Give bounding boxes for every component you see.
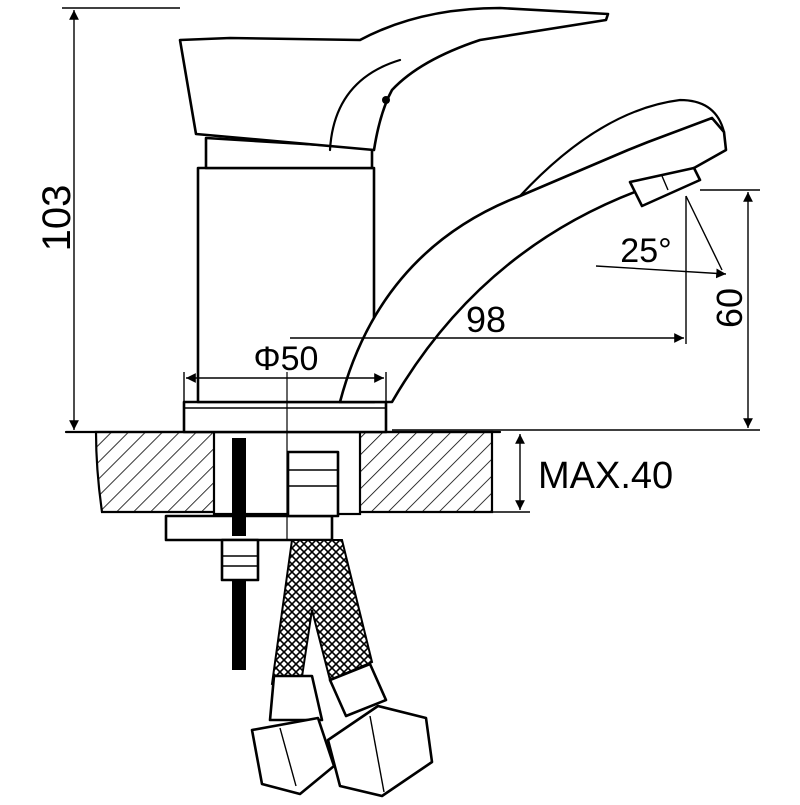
faucet-body xyxy=(196,98,728,404)
dimension-height: 103 xyxy=(35,7,180,430)
spout-reach-label: 98 xyxy=(466,299,506,340)
lever-handle xyxy=(178,6,610,152)
dimension-base-diameter: Φ50 xyxy=(183,340,387,402)
base-diameter-label: Φ50 xyxy=(254,340,319,378)
dimension-spout-reach: 98 xyxy=(290,196,687,344)
spout-height-label: 60 xyxy=(709,288,750,328)
base-flange xyxy=(182,400,388,434)
dimension-spout-angle: 25° xyxy=(595,195,727,279)
dimension-max-thickness: MAX.40 xyxy=(492,434,673,513)
mounting-hardware xyxy=(164,438,334,670)
countertop-section xyxy=(64,430,502,516)
dimension-spout-height: 60 xyxy=(392,189,760,431)
spout-angle-label: 25° xyxy=(620,232,671,270)
max-thickness-label: MAX.40 xyxy=(538,455,673,497)
height-label: 103 xyxy=(35,185,79,252)
supply-hoses xyxy=(250,450,434,798)
